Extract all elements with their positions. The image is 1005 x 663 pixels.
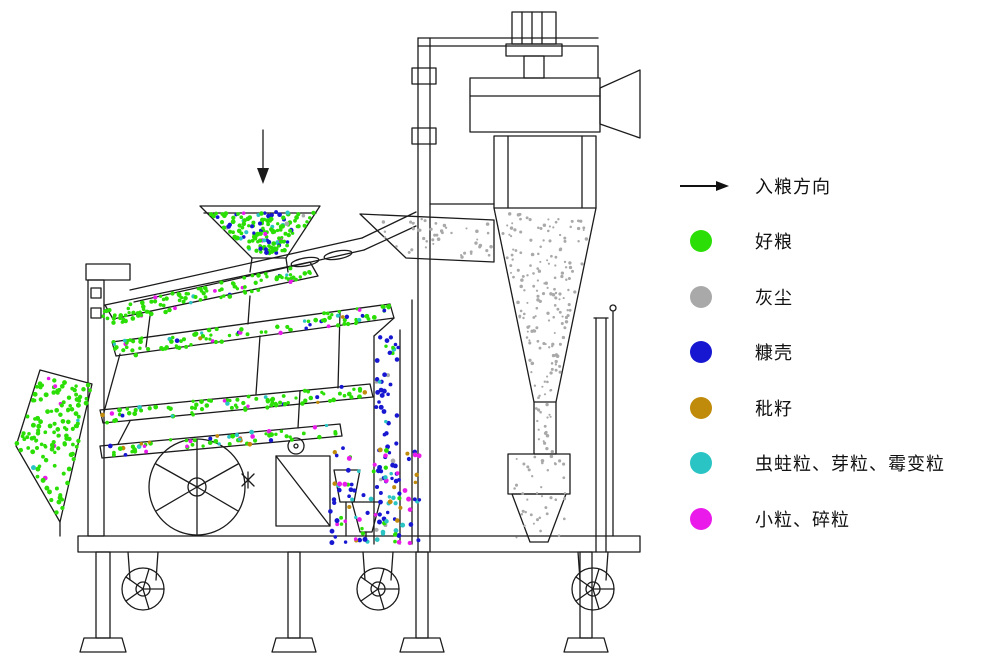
legend-item-blighted-seed: 秕籽 <box>678 380 1005 436</box>
legend-item-chaff: 糠壳 <box>678 325 1005 381</box>
damaged-grain-dot <box>690 452 712 475</box>
small-broken-grain-dot <box>690 507 712 530</box>
machine-diagram <box>14 11 641 653</box>
blighted-seed-dot <box>690 396 712 419</box>
fan <box>148 438 246 536</box>
material-flow-dots <box>14 210 589 546</box>
legend: 入粮方向 好粮 灰尘 糠壳 秕籽 虫蛀粒、芽粒、霉变粒 小粒、碎粒 <box>678 158 1005 547</box>
outlet-funnels <box>333 469 381 543</box>
frame-riser <box>411 37 599 553</box>
legend-item-dust: 灰尘 <box>678 269 1005 325</box>
discharge-chute <box>15 369 93 537</box>
wheel <box>571 551 615 611</box>
dust-dot <box>690 285 712 308</box>
legend-item-inlet-direction: 入粮方向 <box>678 158 1005 214</box>
support-column <box>593 304 617 553</box>
legend-label: 虫蛀粒、芽粒、霉变粒 <box>755 454 945 475</box>
legend-item-damaged-grain: 虫蛀粒、芽粒、霉变粒 <box>678 436 1005 492</box>
screen-decks <box>99 261 395 459</box>
cyclone-separator <box>359 135 597 543</box>
chaff-dot <box>690 341 712 364</box>
inlet-direction-arrow-icon <box>680 180 729 191</box>
motor <box>505 11 563 79</box>
legend-item-good-grain: 好粮 <box>678 214 1005 270</box>
inlet-arrow-icon <box>257 129 269 184</box>
legend-label: 糠壳 <box>755 343 793 364</box>
legend-label: 灰尘 <box>755 287 793 308</box>
legend-label: 秕籽 <box>755 398 793 419</box>
good-grain-dot <box>690 230 712 253</box>
blower <box>469 69 641 139</box>
legend-label: 入粮方向 <box>755 176 831 197</box>
drive-box <box>241 437 331 527</box>
base-frame <box>77 535 641 653</box>
wheel <box>356 551 400 611</box>
legend-label: 小粒、碎粒 <box>755 509 850 530</box>
wheel <box>121 551 165 611</box>
legend-label: 好粮 <box>755 232 793 253</box>
legend-item-small-broken-grain: 小粒、碎粒 <box>678 491 1005 547</box>
body-frame <box>85 211 417 537</box>
wheels <box>121 551 615 611</box>
